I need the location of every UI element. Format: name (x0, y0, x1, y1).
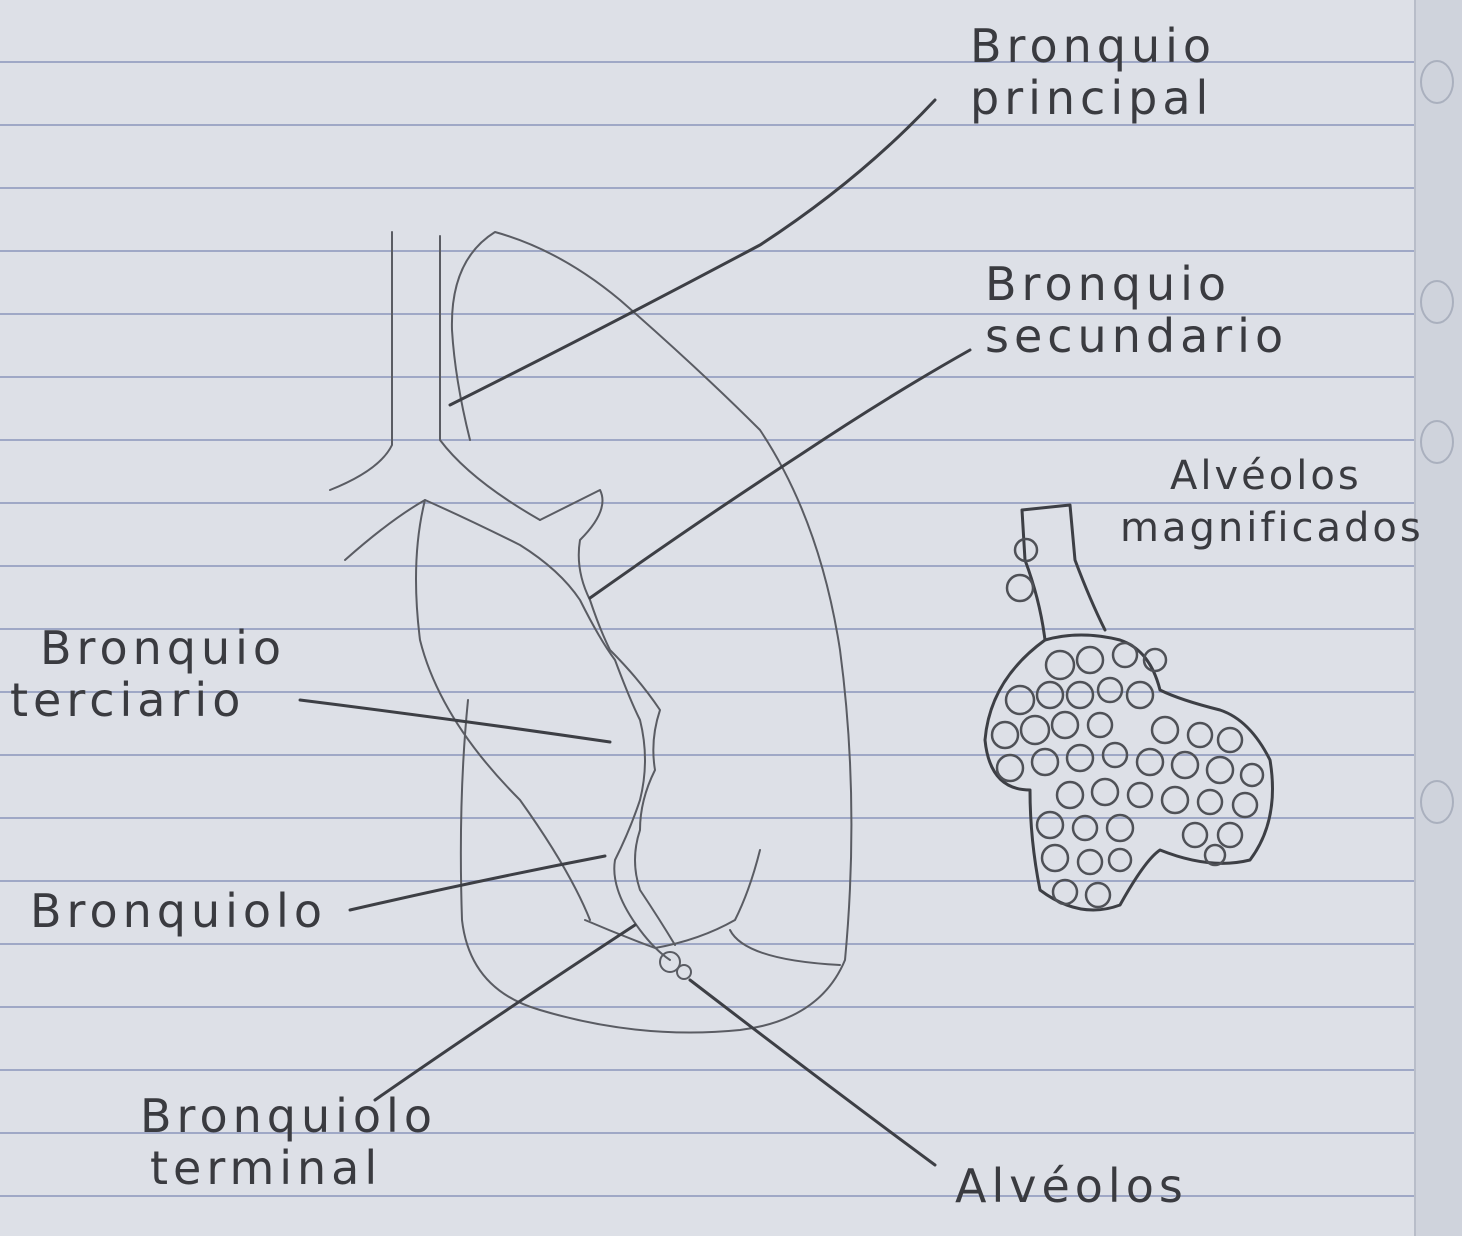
label-line: Bronquiolo (140, 1090, 437, 1142)
label-line: Alvéolos (1120, 450, 1424, 502)
label-alveolos-magnificados: Alvéolos magnificados (1120, 450, 1424, 554)
lower-branch (730, 930, 840, 965)
leader-line-principal (450, 100, 935, 405)
leader-line-terciario (300, 700, 610, 742)
alveolus (1007, 575, 1033, 601)
label-line: Bronquio (10, 622, 286, 674)
leader-line-terminal (375, 925, 635, 1100)
bronchial-tree-right (540, 490, 675, 945)
alveoli-cluster-small (677, 965, 691, 979)
trachea-left-wall (330, 232, 392, 490)
label-line: Bronquio (970, 20, 1216, 72)
leader-line-secundario (590, 350, 970, 598)
leader-line-bronquiolo (350, 856, 605, 910)
leader-line-alveolos (690, 980, 935, 1165)
label-line: terminal (140, 1142, 437, 1194)
trachea-right-wall (440, 236, 540, 520)
label-bronquio-principal: Bronquio principal (970, 20, 1216, 124)
label-line: Bronquiolo (30, 885, 327, 937)
magnified-alveoli-outline (985, 635, 1273, 910)
magnified-duct (1022, 505, 1105, 640)
label-line: secundario (985, 310, 1288, 362)
label-bronquio-secundario: Bronquio secundario (985, 258, 1288, 362)
alveolus-group (992, 643, 1263, 907)
label-line: Bronquio (985, 258, 1288, 310)
label-alveolos: Alvéolos (955, 1160, 1188, 1212)
label-bronquio-terciario: Bronquio terciario (10, 622, 286, 726)
label-line: magnificados (1120, 502, 1424, 554)
label-line: principal (970, 72, 1216, 124)
label-line: Alvéolos (955, 1160, 1188, 1212)
label-bronquiolo-terminal: Bronquiolo terminal (140, 1090, 437, 1194)
label-line: terciario (10, 674, 286, 726)
lung-outline (452, 232, 852, 1033)
label-bronquiolo: Bronquiolo (30, 885, 327, 937)
terminal-bronchiole (585, 850, 760, 948)
